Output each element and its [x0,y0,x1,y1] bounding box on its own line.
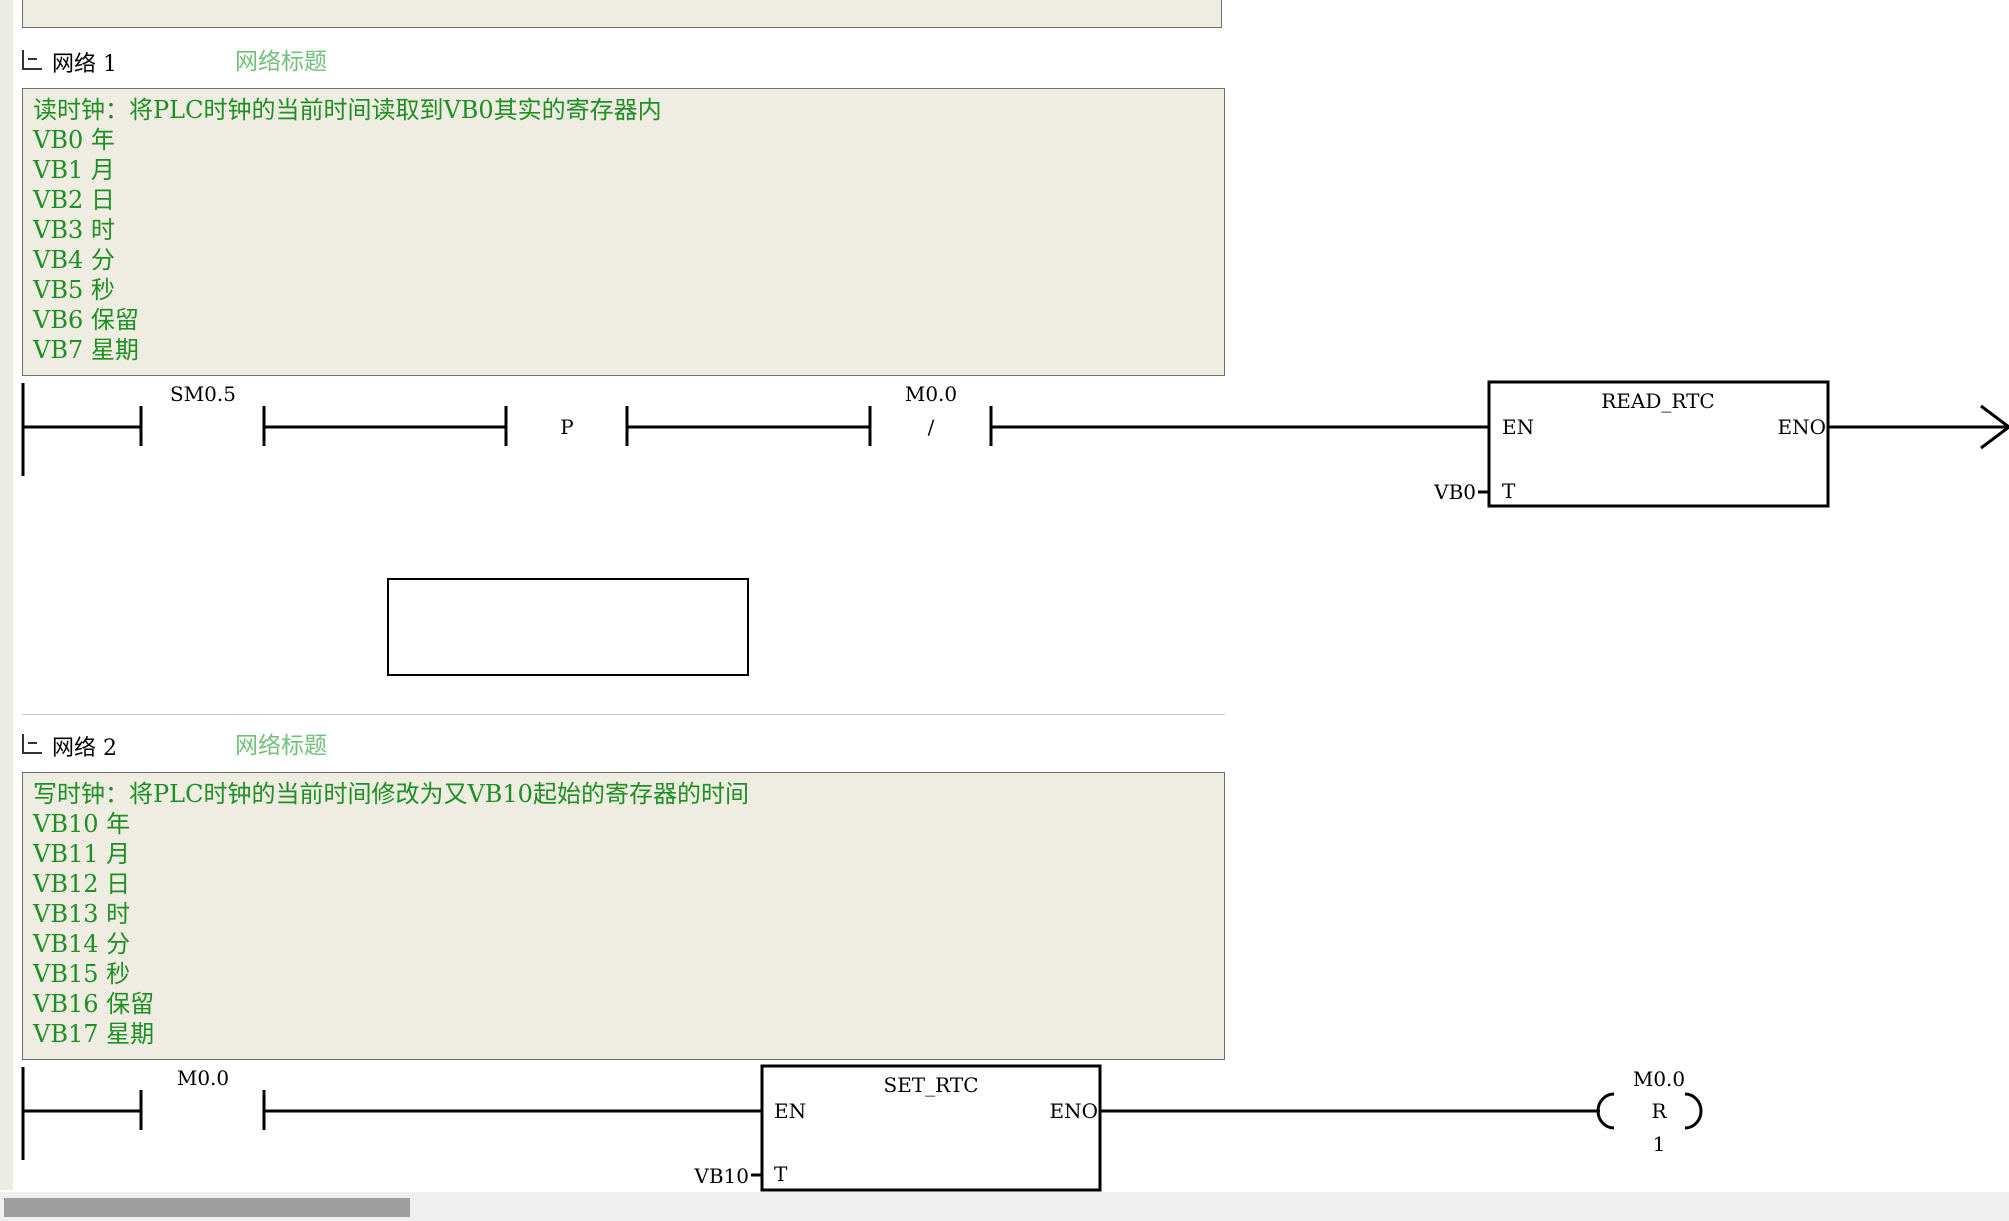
read-rtc-t-operand[interactable]: VB0 [1433,480,1476,504]
rung-continue-arrow-icon [1980,404,2009,450]
network-2-comment[interactable]: 写时钟：将PLC时钟的当前时间修改为又VB10起始的寄存器的时间 VB10 年 … [22,772,1225,1060]
comment-line: VB0 年 [33,126,115,154]
comment-line: VB12 日 [33,870,131,898]
read-rtc-en-pin: EN [1502,415,1534,439]
previous-network-comment[interactable] [22,0,1222,28]
comment-line: VB14 分 [33,930,131,958]
network-1-title[interactable]: 网络标题 [235,49,327,75]
contact-nc-symbol: / [928,415,935,439]
collapse-toggle-icon[interactable] [22,734,42,754]
edge-p-label: P [560,415,573,439]
network-1-comment[interactable]: 读时钟：将PLC时钟的当前时间读取到VB0其实的寄存器内 VB0 年 VB1 月… [22,88,1225,376]
comment-line: VB5 秒 [33,276,115,304]
comment-line: VB1 月 [33,156,115,184]
set-rtc-t-pin: T [774,1162,788,1186]
read-rtc-t-pin: T [1502,479,1516,503]
comment-line: 读时钟：将PLC时钟的当前时间读取到VB0其实的寄存器内 [33,96,662,124]
network-separator [22,714,1225,715]
contact-m0-0-nc-label: M0.0 [905,382,957,406]
contact-m0-0-label: M0.0 [177,1066,229,1090]
contact-sm0-5-label: SM0.5 [170,382,236,406]
set-rtc-en-pin: EN [774,1099,806,1123]
reset-coil-operand[interactable]: M0.0 [1633,1067,1685,1091]
reset-coil-right [1684,1092,1703,1130]
set-rtc-t-operand[interactable]: VB10 [693,1164,749,1188]
reset-coil-count[interactable]: 1 [1653,1132,1666,1156]
comment-line: VB13 时 [33,900,131,928]
comment-line: 写时钟：将PLC时钟的当前时间修改为又VB10起始的寄存器的时间 [33,780,749,808]
network-2-title[interactable]: 网络标题 [235,733,327,759]
comment-line: VB17 星期 [33,1020,155,1048]
set-rtc-title: SET_RTC [884,1073,979,1097]
comment-line: VB2 日 [33,186,115,214]
read-rtc-box [1487,380,1830,508]
network-1-label: 网络 1 [52,52,117,77]
network-2-label: 网络 2 [52,736,117,761]
set-rtc-box [760,1064,1102,1192]
empty-instruction-box[interactable] [387,578,749,676]
collapse-toggle-icon[interactable] [22,50,42,70]
comment-line: VB11 月 [33,840,131,868]
read-rtc-eno-pin: ENO [1778,415,1827,439]
comment-line: VB3 时 [33,216,115,244]
read-rtc-title: READ_RTC [1601,389,1715,413]
editor-left-margin [0,0,13,1190]
comment-line: VB10 年 [33,810,131,838]
comment-line: VB4 分 [33,246,115,274]
reset-coil-type: R [1651,1099,1667,1123]
comment-line: VB15 秒 [33,960,131,988]
comment-line: VB7 星期 [33,336,139,364]
comment-line: VB6 保留 [33,306,139,334]
set-rtc-eno-pin: ENO [1050,1099,1099,1123]
comment-line: VB16 保留 [33,990,155,1018]
horizontal-scrollbar-thumb[interactable] [4,1198,410,1217]
reset-coil-left [1596,1092,1615,1130]
